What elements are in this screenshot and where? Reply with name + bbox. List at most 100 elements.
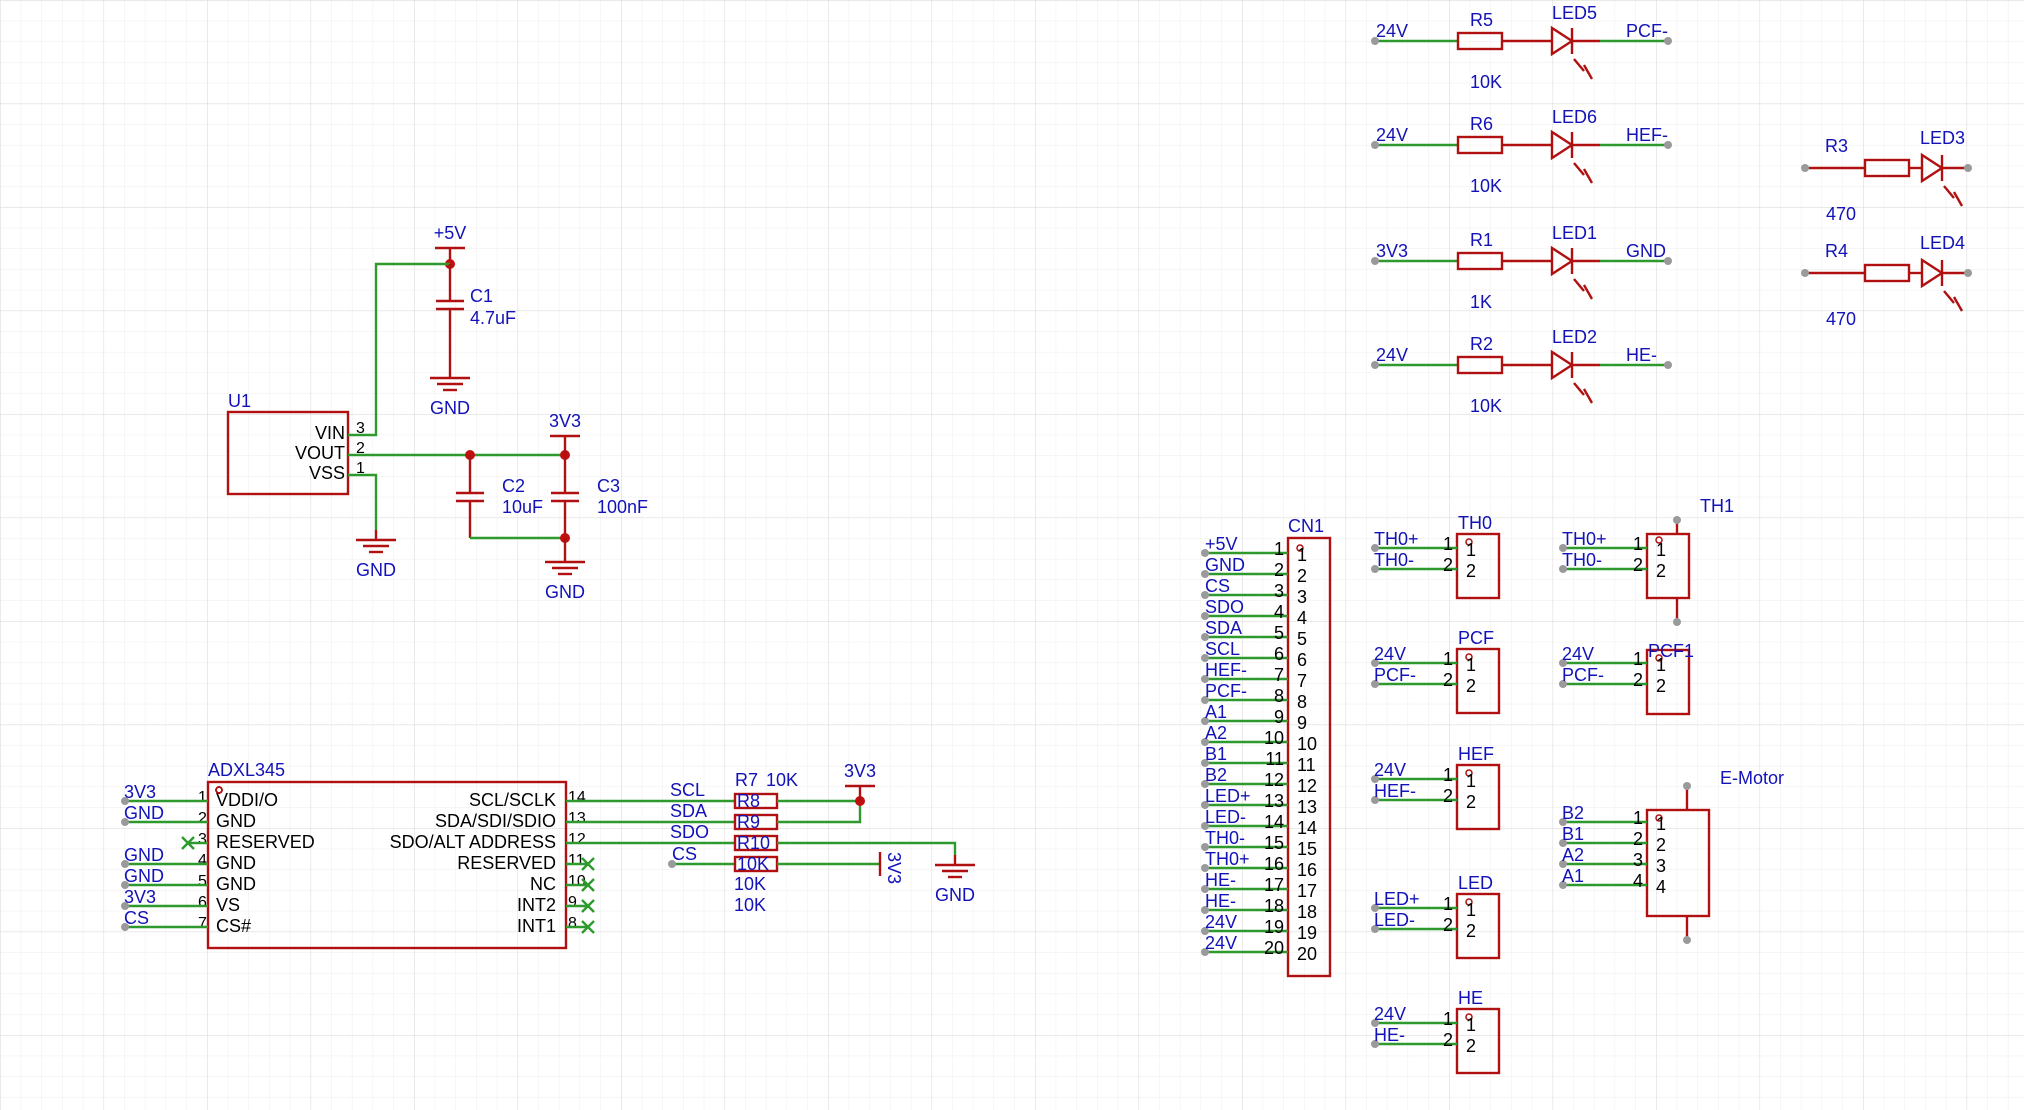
pin-endpoint [121,902,129,910]
no-connect-x [581,920,595,934]
emotor-net-label: A1 [1562,866,1584,886]
th1-pin-num-inner: 1 [1656,540,1666,560]
pin-endpoint [1201,675,1209,683]
no-connect-x [581,878,595,892]
cn1-pin-num: 5 [1274,623,1284,643]
connector-pin-num: 1 [1443,765,1453,785]
cn1-pin-num-inner: 13 [1297,797,1317,817]
pin-endpoint [1801,269,1809,277]
adxl-right-pin-num: 14 [568,789,586,806]
u1-pin-label: VIN [315,423,345,443]
pin-endpoint [1559,680,1567,688]
led-ref: LED4 [1920,233,1965,253]
connector-pin-num-inner: 2 [1466,792,1476,812]
pin1-marker [1296,544,1304,552]
led-res-val: 10K [1470,176,1502,196]
connector-net-label: HE- [1374,1025,1405,1045]
pin-endpoint [1371,680,1379,688]
adxl-left-pin-label: GND [216,811,256,831]
emotor-pin-num-inner: 4 [1656,877,1666,897]
led-ref: LED6 [1552,107,1597,127]
cn1-net-label: 24V [1205,912,1237,932]
led-res-ref: R2 [1470,334,1493,354]
c2-ref: C2 [502,476,525,496]
connector-pin-num-inner: 1 [1466,655,1476,675]
cn1-net-label: 24V [1205,933,1237,953]
adxl-right-net-label: SDA [670,801,707,821]
cn1-pin-num-inner: 20 [1297,944,1317,964]
connector-ref: HEF [1458,744,1494,764]
cn1-pin-num-inner: 11 [1297,755,1316,775]
no-connect-x [581,857,595,871]
connector-net-label: TH0- [1374,550,1414,570]
cn1-net-label: LED- [1205,807,1246,827]
cn1-pin-num: 19 [1264,917,1284,937]
th1-body [1645,532,1691,600]
pin-endpoint [1559,860,1567,868]
adxl-left-net-label: 3V3 [124,782,156,802]
adxl-left-pin-num: 6 [198,894,207,911]
cn1-pin-num-inner: 4 [1297,608,1307,628]
adxl-left-pin-label: CS# [216,916,251,936]
r7-ref: R7 [735,770,758,790]
pin-endpoint [1673,516,1681,524]
connector-pin-num-inner: 1 [1466,771,1476,791]
r-val: 10K [734,895,766,915]
cn1-pin-num-inner: 19 [1297,923,1317,943]
adxl-right-pin-num: 8 [568,915,577,932]
connector-ref: TH0 [1458,513,1492,533]
connector-pin-num: 2 [1443,786,1453,806]
adxl-left-pin-num: 4 [198,852,207,869]
cn1-net-label: B2 [1205,765,1227,785]
cn1-pin-num: 8 [1274,686,1284,706]
cn1-ref: CN1 [1288,516,1324,536]
cn1-net-label: GND [1205,555,1245,575]
pullup-ref: R8 [737,791,760,811]
adxl-left-pin-num: 1 [198,789,207,806]
cn1-net-label: HE- [1205,870,1236,890]
cn1-pin-num-inner: 3 [1297,587,1307,607]
led-arrow [1573,382,1585,396]
connector-net-label: HEF- [1374,781,1416,801]
pcf1-ref: PCF1 [1648,641,1694,661]
pin-endpoint [1201,843,1209,851]
led-res-val: 470 [1826,309,1856,329]
cn1-net-label: SDA [1205,618,1242,638]
pin-endpoint [1201,549,1209,557]
pin-endpoint [1371,257,1379,265]
pin-endpoint [1371,796,1379,804]
led-arrow [1573,278,1585,292]
led-arrow [1952,191,1964,207]
led-arrow [1582,168,1594,184]
pin-endpoint [1201,759,1209,767]
pin-endpoint [1201,948,1209,956]
led-net-in: 3V3 [1376,241,1408,261]
connector-pin-num-inner: 2 [1466,561,1476,581]
led-ref: LED3 [1920,128,1965,148]
led-triangle [1550,349,1575,381]
cn1-pin-num: 4 [1274,602,1284,622]
pin-endpoint [121,860,129,868]
c3-val: 100nF [597,497,648,517]
pin-endpoint [1201,633,1209,641]
adxl-left-pin-num: 3 [198,831,207,848]
led-triangle [1550,129,1575,161]
cn1-pin-num: 16 [1264,854,1284,874]
pin-endpoint [1371,659,1379,667]
cn1-pin-num-inner: 2 [1297,566,1307,586]
pin-endpoint [1201,906,1209,914]
cn1-pin-num: 13 [1264,791,1284,811]
pcf1-net-label: PCF- [1562,665,1604,685]
connector-pin-num: 2 [1443,1030,1453,1050]
adxl-right-net-label: SDO [670,822,709,842]
emotor-pin-num: 1 [1633,808,1643,828]
pin-endpoint [1201,738,1209,746]
adxl-left-pin-label: VS [216,895,240,915]
th1-pin-num: 1 [1633,534,1643,554]
pin-endpoint [1371,1040,1379,1048]
pin-endpoint [1371,1019,1379,1027]
cn1-pin-num-inner: 14 [1297,818,1317,838]
led-res-ref: R1 [1470,230,1493,250]
emotor-pin-num: 3 [1633,850,1643,870]
